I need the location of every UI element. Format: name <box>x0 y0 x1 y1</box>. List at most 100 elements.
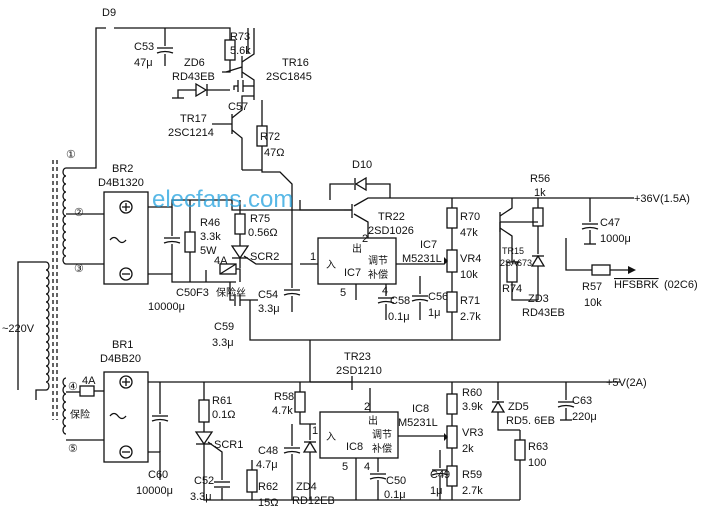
c47-value: 1000μ <box>600 233 631 245</box>
ic7-in-label: 入 <box>326 260 336 271</box>
vr3-ref: VR3 <box>462 427 483 439</box>
lower-wiring <box>66 340 620 501</box>
tr22-ref: TR22 <box>378 211 405 223</box>
ic7-ref: IC7 <box>344 267 361 279</box>
r46-rating: 5W <box>200 245 217 257</box>
fuse3-rating: 4A <box>214 255 228 267</box>
r61-value: 0.1Ω <box>212 409 236 421</box>
c52-ref: C52 <box>194 475 214 487</box>
ic7-pin5: 5 <box>340 287 346 299</box>
d9-label: D9 <box>102 7 116 19</box>
br1-part: D4BB20 <box>100 353 141 365</box>
ic7-pin2: 2 <box>362 233 368 245</box>
c54-ref: C54 <box>258 289 278 301</box>
c52-value: 3.3μ <box>190 491 212 503</box>
c49-value: 1μ <box>430 485 442 497</box>
r56-value: 1k <box>534 187 546 199</box>
c60-value: 10000μ <box>136 485 173 497</box>
winding-tap-2: ② <box>74 207 84 219</box>
ic8-pin2: 2 <box>364 401 370 413</box>
c59-value: 3.3μ <box>212 337 234 349</box>
c58-ref: C58 <box>390 295 410 307</box>
tr16-part: 2SC1845 <box>266 71 312 83</box>
fuse3-label: 保险丝 <box>216 286 246 299</box>
signal-name: HFSBRK <box>614 279 659 291</box>
c50-value: 10000μ <box>148 301 185 313</box>
r61-ref: R61 <box>212 395 232 407</box>
tr23-part: 2SD1210 <box>336 365 382 377</box>
r60-ref: R60 <box>462 387 482 399</box>
c63-value: 220μ <box>572 411 597 423</box>
r46-ref: R46 <box>200 217 220 229</box>
c50b-value: 0.1μ <box>384 489 406 501</box>
r75-ref: R75 <box>250 213 270 225</box>
vr3-value: 2k <box>462 443 474 455</box>
zd6-ref: ZD6 <box>184 57 205 69</box>
ic8-out-label: 出 <box>368 414 378 427</box>
r57-ref: R57 <box>582 281 602 293</box>
c63-ref: C63 <box>572 395 592 407</box>
fuse-4a: 4A <box>82 375 96 387</box>
r62-value: 15Ω <box>258 497 278 509</box>
vr4-ref: VR4 <box>460 253 481 265</box>
r63-ref: R63 <box>528 441 548 453</box>
c56-ref: C56 <box>428 291 448 303</box>
r74-label: R74 <box>502 283 522 295</box>
c58-value: 0.1μ <box>388 311 410 323</box>
c54-value: 3.3μ <box>258 303 280 315</box>
r73-value: 5.6k <box>230 45 251 57</box>
tr15-ref: TR15 <box>502 246 524 256</box>
ic7-pin4: 4 <box>382 285 388 297</box>
c60-ref: C60 <box>148 469 168 481</box>
r63-value: 100 <box>528 457 546 469</box>
fuse-label: 保险 <box>70 408 90 421</box>
c57-label: C57 <box>228 101 248 113</box>
r58-ref: R58 <box>274 391 294 403</box>
output-5v: +5V(2A) <box>606 377 647 389</box>
ic8-pin5: 5 <box>342 461 348 473</box>
r56-ref: R56 <box>530 173 550 185</box>
winding-tap-1: ① <box>66 149 76 161</box>
r70-value: 47k <box>460 227 478 239</box>
r60-value: 3.9k <box>462 401 483 413</box>
zd4-part: RD12EB <box>292 495 335 507</box>
c49-ref: C49 <box>430 469 450 481</box>
r57-value: 10k <box>584 297 602 309</box>
ic7-pin1: 1 <box>310 251 316 263</box>
br2-ref: BR2 <box>112 163 133 175</box>
br1-ref: BR1 <box>112 339 133 351</box>
c56-value: 1μ <box>428 307 440 319</box>
ic7-reg-label: 调节 <box>368 255 388 267</box>
winding-tap-4: ④ <box>68 381 78 393</box>
winding-tap-3: ③ <box>74 263 84 275</box>
tr23-ref: TR23 <box>344 351 371 363</box>
output-36v: +36V(1.5A) <box>634 193 690 205</box>
r46-value: 3.3k <box>200 231 221 243</box>
scr1-label: SCR1 <box>214 439 243 451</box>
signal-code: (02C6) <box>664 279 698 291</box>
zd4-ref: ZD4 <box>296 481 317 493</box>
r72-value: 47Ω <box>264 147 284 159</box>
c53-value: 47μ <box>134 57 153 69</box>
r70-ref: R70 <box>460 211 480 223</box>
tr17-ref: TR17 <box>180 113 207 125</box>
r59-ref: R59 <box>462 469 482 481</box>
ic8-in-label: 入 <box>326 432 336 443</box>
zd3-ref: ZD3 <box>528 293 549 305</box>
tr17-part: 2SC1214 <box>168 127 214 139</box>
tr22-part: 2SD1026 <box>368 225 414 237</box>
zd6-part: RD43EB <box>172 71 215 83</box>
zd5-ref: ZD5 <box>508 401 529 413</box>
winding-tap-5: ⑤ <box>68 443 78 455</box>
ic8-ref: IC8 <box>346 441 363 453</box>
d10-label: D10 <box>352 159 372 171</box>
tr15-part: 2SA673 <box>500 258 532 268</box>
tr16-ref: TR16 <box>282 57 309 69</box>
c50-ref: C50 <box>176 287 196 299</box>
watermark: elecfans.com <box>152 186 293 213</box>
ic8-ref-top: IC8 <box>412 403 429 415</box>
c47-ref: C47 <box>600 217 620 229</box>
ic8-pin4: 4 <box>364 461 370 473</box>
scr2-label: SCR2 <box>250 251 279 263</box>
mains-label: ~220V <box>2 323 35 335</box>
